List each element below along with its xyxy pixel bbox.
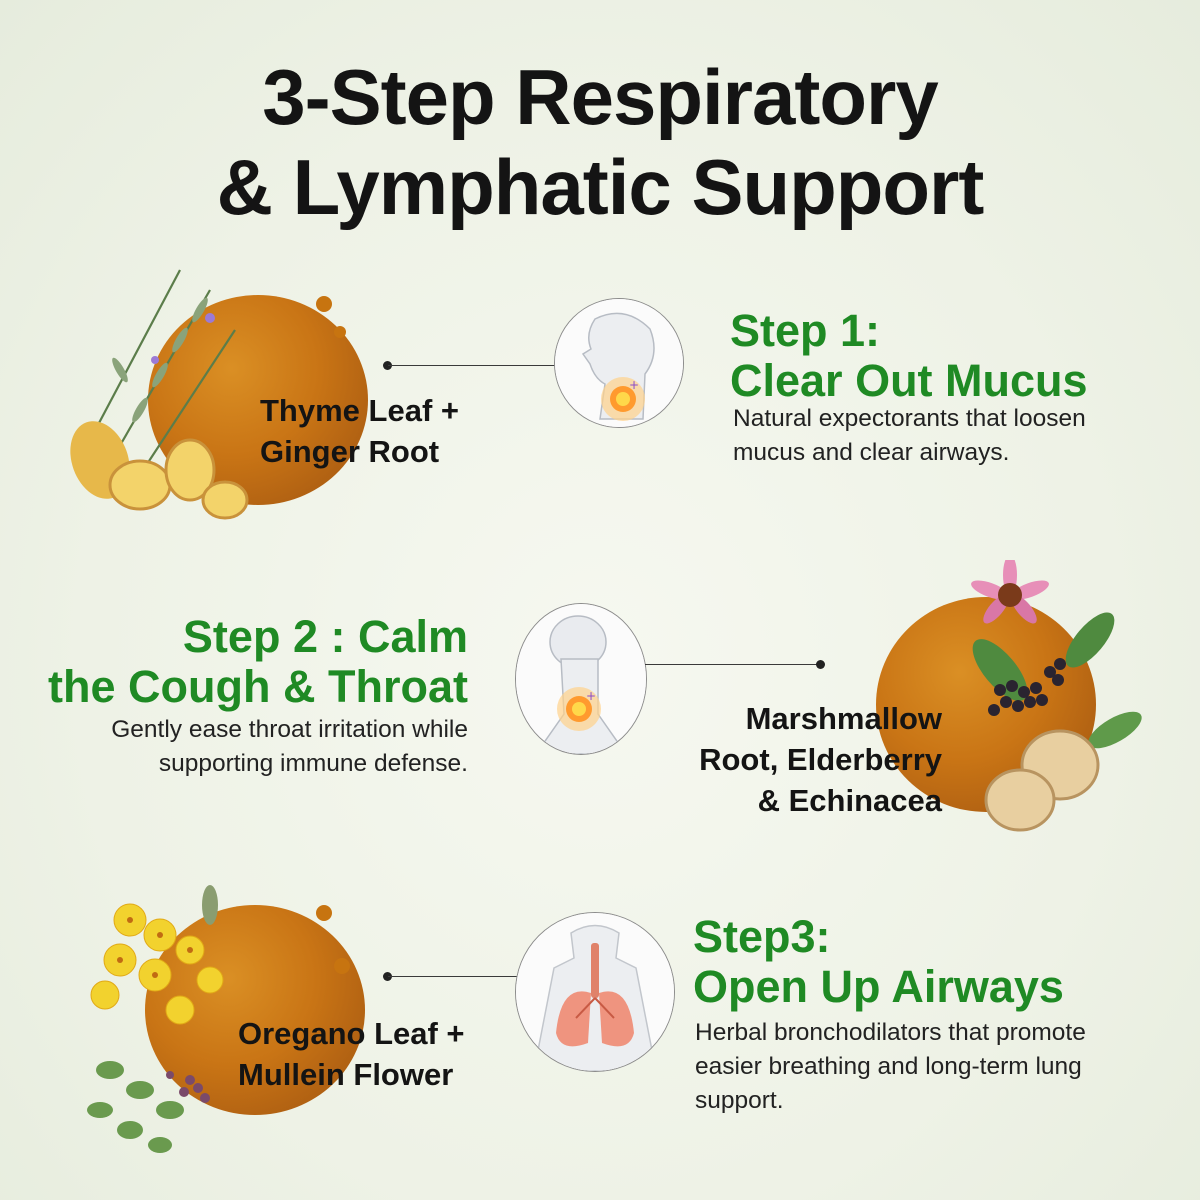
- step-2-ingredient-line-1: Marshmallow: [745, 701, 942, 736]
- step-3-ingredient-line-1: Oregano Leaf +: [238, 1016, 465, 1051]
- page-title-line-2: & Lymphatic Support: [216, 143, 985, 231]
- svg-text:+: +: [586, 689, 596, 703]
- syrup-drop: [316, 905, 332, 921]
- step-3-title: Step3: Open Up Airways: [693, 912, 1064, 1012]
- step-1-title-line-2: Clear Out Mucus: [730, 355, 1088, 406]
- throat-front-icon: +: [515, 603, 647, 755]
- step-1-ingredient-line-2: Ginger Root: [260, 434, 440, 469]
- step-3-ingredient: Oregano Leaf + Mullein Flower: [238, 1013, 465, 1095]
- connector-dot: [383, 361, 392, 370]
- step-2-description-line-2: supporting immune defense.: [158, 750, 468, 777]
- connector-dot: [816, 660, 825, 669]
- mullein-oregano-herbs-icon: [87, 885, 224, 1153]
- step-2-description: Gently ease throat irritation while supp…: [111, 713, 468, 781]
- thyme-ginger-herbs-icon: [70, 269, 249, 520]
- page-title: 3-Step Respiratory & Lymphatic Support: [0, 52, 1200, 232]
- syrup-drop: [334, 326, 346, 338]
- connector-dot: [383, 972, 392, 981]
- step-1-ingredient-line-1: Thyme Leaf +: [260, 393, 459, 428]
- step-2-title-line-1: Step 2 : Calm: [182, 611, 468, 662]
- step-3-description-line-2: easier breathing and long-term lung: [695, 1053, 1082, 1080]
- step-1-description-line-2: mucus and clear airways.: [733, 439, 1010, 466]
- page-title-line-1: 3-Step Respiratory: [262, 53, 939, 141]
- step-3-title-line-2: Open Up Airways: [693, 961, 1064, 1012]
- step-1-ingredient: Thyme Leaf + Ginger Root: [260, 390, 459, 472]
- throat-profile-icon: +: [554, 298, 684, 428]
- step-2-title-line-2: the Cough & Throat: [48, 661, 468, 712]
- step-3-description-line-1: Herbal bronchodilators that promote: [695, 1019, 1086, 1046]
- syrup-drop: [334, 958, 350, 974]
- echinacea-elderberry-icon: [971, 560, 1142, 832]
- syrup-drop: [316, 296, 332, 312]
- step-1-description-line-1: Natural expectorants that loosen: [733, 405, 1086, 432]
- step-1-connector-line: [388, 365, 555, 366]
- step-2-description-line-1: Gently ease throat irritation while: [111, 716, 468, 743]
- step-3-ingredient-line-2: Mullein Flower: [238, 1057, 454, 1092]
- step-2-ingredient-line-2: Root, Elderberry: [699, 742, 942, 777]
- step-2-connector-line: [645, 664, 818, 665]
- step-3-connector-line: [388, 976, 518, 977]
- step-2-title: Step 2 : Calm the Cough & Throat: [48, 612, 468, 712]
- step-2-ingredient: Marshmallow Root, Elderberry & Echinacea: [699, 698, 942, 821]
- lungs-icon: [515, 912, 675, 1072]
- step-3-title-line-1: Step3:: [693, 911, 831, 962]
- step-2-ingredient-line-3: & Echinacea: [757, 783, 942, 818]
- step-3-description-line-3: support.: [695, 1087, 784, 1114]
- step-1-title: Step 1: Clear Out Mucus: [730, 306, 1088, 406]
- step-1-title-line-1: Step 1:: [730, 305, 881, 356]
- step-3-description: Herbal bronchodilators that promote easi…: [695, 1016, 1086, 1118]
- svg-text:+: +: [629, 378, 639, 392]
- step-1-description: Natural expectorants that loosen mucus a…: [733, 402, 1086, 470]
